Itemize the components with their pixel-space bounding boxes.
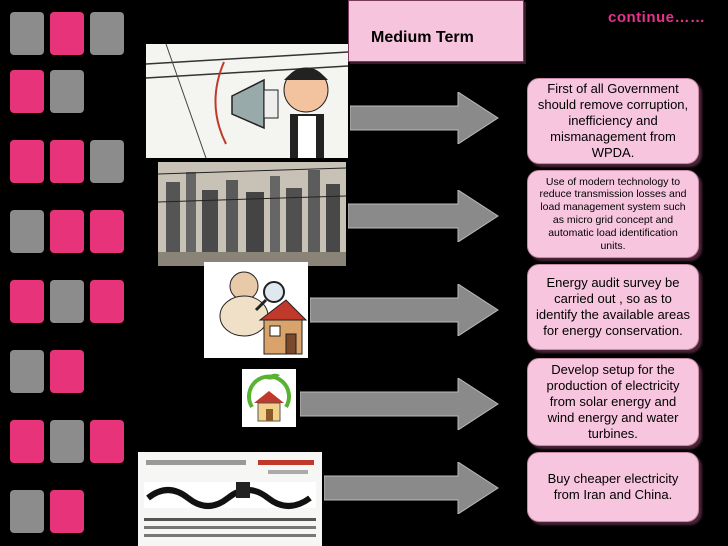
square-tile [10,490,44,533]
arrow-right-icon [324,462,499,514]
arrow-right-icon [310,284,499,336]
square-tile [90,12,124,55]
square-tile [50,280,84,323]
square-tile [90,210,124,253]
megaphone-cartoon-image [146,44,348,158]
green-energy-house-image [242,369,296,427]
step-box: Energy audit survey be carried out , so … [527,264,699,350]
square-tile [50,490,84,533]
step-text: Buy cheaper electricity from Iran and Ch… [547,471,679,502]
square-tile [50,420,84,463]
title-tab: Medium Term [348,0,524,62]
continue-label: continue…… [608,9,706,26]
step-box: Use of modern technology to reduce trans… [527,170,699,258]
step-box: Buy cheaper electricity from Iran and Ch… [527,452,699,522]
square-tile [10,140,44,183]
slide-title: Medium Term [371,29,474,46]
square-tile [50,12,84,55]
arrow-right-icon [300,378,499,430]
step-text: Develop setup for the production of elec… [546,362,680,441]
square-tile [90,140,124,183]
square-tile [10,420,44,463]
energy-audit-cartoon-image [204,262,308,358]
square-tile [10,350,44,393]
square-tile [10,70,44,113]
newspaper-clipping-image [138,452,322,546]
square-tile [50,70,84,113]
step-box: Develop setup for the production of elec… [527,358,699,446]
arrow-right-icon [350,92,499,144]
square-tile [90,420,124,463]
square-tile [90,280,124,323]
square-tile [10,210,44,253]
power-grid-photo [158,162,346,266]
step-text: Use of modern technology to reduce trans… [539,175,687,252]
step-text: First of all Government should remove co… [537,81,689,160]
step-text: Energy audit survey be carried out , so … [536,275,690,338]
step-box: First of all Government should remove co… [527,78,699,164]
square-tile [10,12,44,55]
decorative-square-pattern [0,0,140,546]
arrow-right-icon [348,190,499,242]
square-tile [50,350,84,393]
square-tile [50,210,84,253]
square-tile [50,140,84,183]
square-tile [10,280,44,323]
